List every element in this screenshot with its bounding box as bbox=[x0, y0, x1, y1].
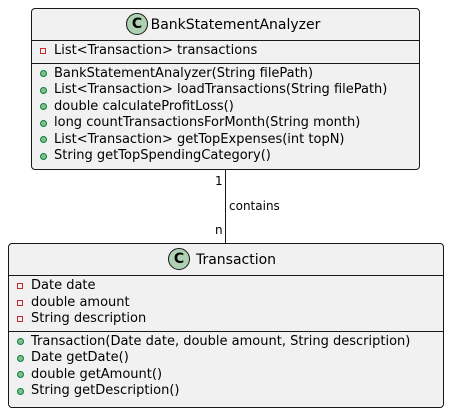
class-stereotype-icon: C bbox=[168, 248, 190, 270]
public-visibility-icon bbox=[16, 354, 24, 362]
class-name: Transaction bbox=[195, 251, 277, 268]
attribute-row: String description bbox=[9, 311, 443, 328]
public-visibility-icon bbox=[39, 103, 47, 111]
attribute-text: String description bbox=[31, 311, 147, 326]
methods-section: BankStatementAnalyzer(String filePath) L… bbox=[32, 62, 419, 168]
method-row: double calculateProfitLoss() bbox=[32, 99, 419, 116]
public-visibility-icon bbox=[39, 70, 47, 78]
method-row: String getTopSpendingCategory() bbox=[32, 148, 419, 165]
association-label: contains bbox=[229, 199, 280, 213]
method-text: String getTopSpendingCategory() bbox=[54, 148, 271, 163]
private-visibility-icon bbox=[40, 48, 46, 55]
class-header: C Transaction bbox=[9, 244, 443, 276]
method-text: double getAmount() bbox=[31, 366, 163, 382]
public-visibility-icon bbox=[39, 119, 47, 127]
class-transaction[interactable]: C Transaction Date date double amount St… bbox=[8, 243, 444, 408]
method-row: double getAmount() bbox=[9, 367, 443, 384]
attribute-row: Date date bbox=[9, 278, 443, 295]
method-row: Date getDate() bbox=[9, 350, 443, 367]
public-visibility-icon bbox=[39, 136, 47, 144]
attributes-section: Date date double amount String descripti… bbox=[9, 276, 443, 331]
source-multiplicity: 1 bbox=[215, 174, 223, 188]
attribute-text: double amount bbox=[31, 294, 130, 310]
methods-section: Transaction(Date date, double amount, St… bbox=[9, 330, 443, 403]
class-bank-statement-analyzer[interactable]: C BankStatementAnalyzer List<Transaction… bbox=[31, 8, 420, 170]
method-row: Transaction(Date date, double amount, St… bbox=[9, 334, 443, 351]
class-name: BankStatementAnalyzer bbox=[150, 16, 321, 33]
public-visibility-icon bbox=[39, 152, 47, 160]
class-stereotype-icon: C bbox=[126, 13, 148, 35]
private-visibility-icon bbox=[17, 316, 23, 323]
method-row: List<Transaction> loadTransactions(Strin… bbox=[32, 82, 419, 99]
private-visibility-icon bbox=[17, 283, 23, 290]
attribute-row: List<Transaction> transactions bbox=[32, 43, 419, 60]
public-visibility-icon bbox=[16, 371, 24, 379]
attribute-text: Date date bbox=[31, 278, 96, 293]
class-header: C BankStatementAnalyzer bbox=[32, 9, 419, 41]
method-text: List<Transaction> loadTransactions(Strin… bbox=[54, 82, 388, 97]
private-visibility-icon bbox=[17, 299, 23, 306]
method-row: String getDescription() bbox=[9, 383, 443, 400]
attribute-row: double amount bbox=[9, 295, 443, 312]
method-text: Transaction(Date date, double amount, St… bbox=[31, 333, 411, 349]
method-row: List<Transaction> getTopExpenses(int top… bbox=[32, 132, 419, 149]
method-text: double calculateProfitLoss() bbox=[54, 98, 234, 114]
method-text: BankStatementAnalyzer(String filePath) bbox=[54, 65, 314, 81]
method-text: List<Transaction> getTopExpenses(int top… bbox=[54, 131, 345, 147]
attribute-text: List<Transaction> transactions bbox=[54, 43, 258, 58]
method-row: BankStatementAnalyzer(String filePath) bbox=[32, 66, 419, 83]
attributes-section: List<Transaction> transactions bbox=[32, 41, 419, 63]
public-visibility-icon bbox=[16, 338, 24, 346]
method-text: String getDescription() bbox=[31, 383, 180, 398]
public-visibility-icon bbox=[16, 387, 24, 395]
method-text: long countTransactionsForMonth(String mo… bbox=[54, 115, 361, 130]
method-text: Date getDate() bbox=[31, 350, 129, 365]
public-visibility-icon bbox=[39, 86, 47, 94]
target-multiplicity: n bbox=[215, 223, 223, 237]
method-row: long countTransactionsForMonth(String mo… bbox=[32, 115, 419, 132]
